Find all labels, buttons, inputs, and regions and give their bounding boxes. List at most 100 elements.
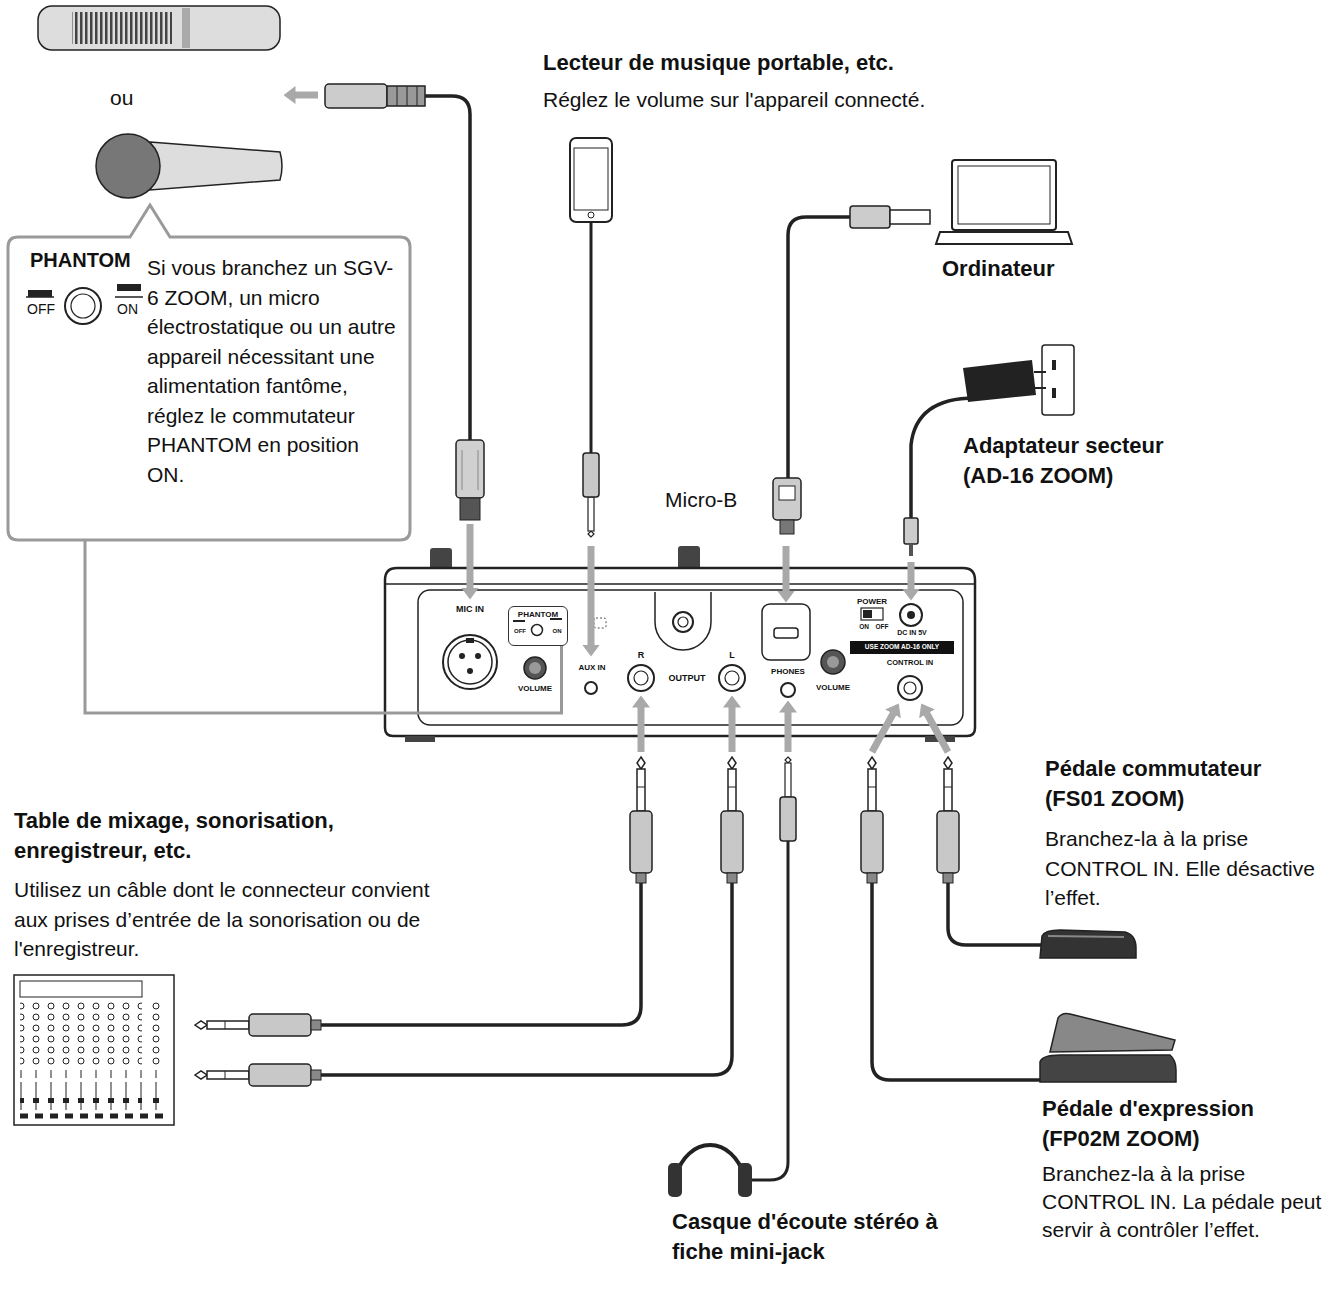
xlr-cable [417, 86, 418, 106]
headphones [668, 757, 796, 1197]
music-player [583, 453, 599, 537]
connector-name: Micro-B [665, 488, 737, 512]
ac-adapter [1052, 360, 1056, 370]
arrow [927, 714, 948, 753]
panel-connectors [725, 671, 739, 685]
phantom-switch-box: PHANTOMOFFON [508, 606, 568, 646]
panel-connectors [900, 604, 922, 626]
usb-cable [890, 210, 930, 224]
panel-connectors [628, 665, 654, 691]
output-cables [630, 757, 652, 883]
arrow [295, 92, 318, 99]
arrow [729, 707, 736, 752]
arrow [785, 712, 792, 752]
pedal-cables [948, 883, 1042, 945]
output-cables [195, 1014, 321, 1036]
note-text: Utilisez un câble dont le connecteur con… [14, 875, 459, 964]
shotgun-microphone [72, 12, 172, 44]
panel-connectors [821, 650, 845, 674]
phantom-switch-icon [115, 296, 143, 298]
panel-label: MIC IN [456, 604, 484, 614]
panel-connectors [673, 612, 693, 632]
note-text: Branchez-la à la prise CONTROL IN. Elle … [1045, 824, 1335, 913]
mixer [20, 981, 142, 997]
panel-connectors [898, 676, 922, 700]
device-name: Lecteur de musique portable, etc. [543, 50, 894, 75]
panel-connectors [594, 618, 606, 628]
ac-adapter [1042, 345, 1074, 415]
usb-cable [788, 217, 850, 478]
music-player [588, 212, 594, 218]
panel-label: OFF [514, 628, 526, 635]
computer [936, 160, 1072, 244]
callout-outline [8, 205, 410, 540]
xlr-cable [456, 440, 484, 498]
panel-connectors [448, 640, 492, 684]
pedal-cables [861, 757, 883, 883]
ac-adapter [1052, 388, 1056, 398]
music-player [574, 148, 608, 210]
handheld-microphone [96, 134, 282, 198]
panel-label: VOLUME [816, 683, 850, 692]
output-cables [321, 883, 641, 1025]
xlr-cable [407, 86, 408, 106]
panel-label: AUX IN [578, 663, 605, 672]
panel-connectors [466, 638, 474, 643]
mixer [148, 1002, 164, 1068]
arrow [467, 524, 474, 588]
panel-connectors [524, 657, 546, 679]
panel-connectors [443, 592, 954, 700]
panel-connectors [850, 641, 954, 654]
arrow [783, 546, 790, 591]
ac-adapter [909, 544, 913, 556]
headphones [676, 1145, 744, 1176]
device-name: Ordinateur [942, 256, 1054, 281]
footswitch [1040, 930, 1136, 958]
ac-adapter [1034, 371, 1046, 373]
mixer [14, 975, 174, 1125]
pedal-cables [872, 883, 1042, 1080]
xlr-cable [325, 84, 387, 108]
panel-connectors [585, 682, 597, 694]
device-body [418, 590, 963, 725]
panel-connectors [513, 620, 525, 622]
panel-connectors [774, 628, 798, 638]
headphones [752, 841, 788, 1180]
xlr-cable [425, 96, 470, 440]
music-player [570, 138, 612, 222]
pedal-cables [937, 757, 959, 883]
panel-connectors [863, 610, 872, 618]
xlr-cable [460, 498, 480, 520]
phantom-switch-icon [71, 294, 95, 318]
panel-label: VOLUME [518, 684, 552, 693]
panel-connectors [762, 604, 810, 660]
shotgun-microphone [38, 6, 280, 50]
panel-connectors [443, 635, 497, 689]
shotgun-microphone [38, 6, 280, 50]
mixer [20, 1002, 142, 1068]
arrow [295, 95, 948, 752]
phantom-switch-icon [65, 288, 101, 324]
arrow [872, 714, 893, 753]
panel-connectors [861, 608, 883, 620]
usb-cable [850, 206, 890, 228]
panel-connectors [904, 682, 916, 694]
panel-label: ON [859, 623, 869, 630]
handheld-microphone [150, 142, 282, 190]
expression-pedal [1040, 1055, 1176, 1082]
xlr-cable [397, 86, 398, 106]
device-name: Adaptateur secteur (AD-16 ZOOM) [963, 431, 1213, 491]
expression-pedal [1040, 1014, 1176, 1083]
device-name: Casque d'écoute stéréo à fiche mini-jack [672, 1207, 954, 1267]
phantom-switch-icon [28, 290, 52, 297]
panel-connectors [475, 653, 481, 659]
panel-connectors [459, 653, 465, 659]
arrow [588, 546, 595, 645]
mixer [14, 975, 174, 1125]
phantom-switch-icon [117, 284, 141, 291]
computer [958, 166, 1050, 224]
output-cables [721, 757, 743, 883]
music-player [570, 138, 612, 537]
panel-connectors [678, 617, 688, 627]
shotgun-microphone [182, 8, 190, 48]
